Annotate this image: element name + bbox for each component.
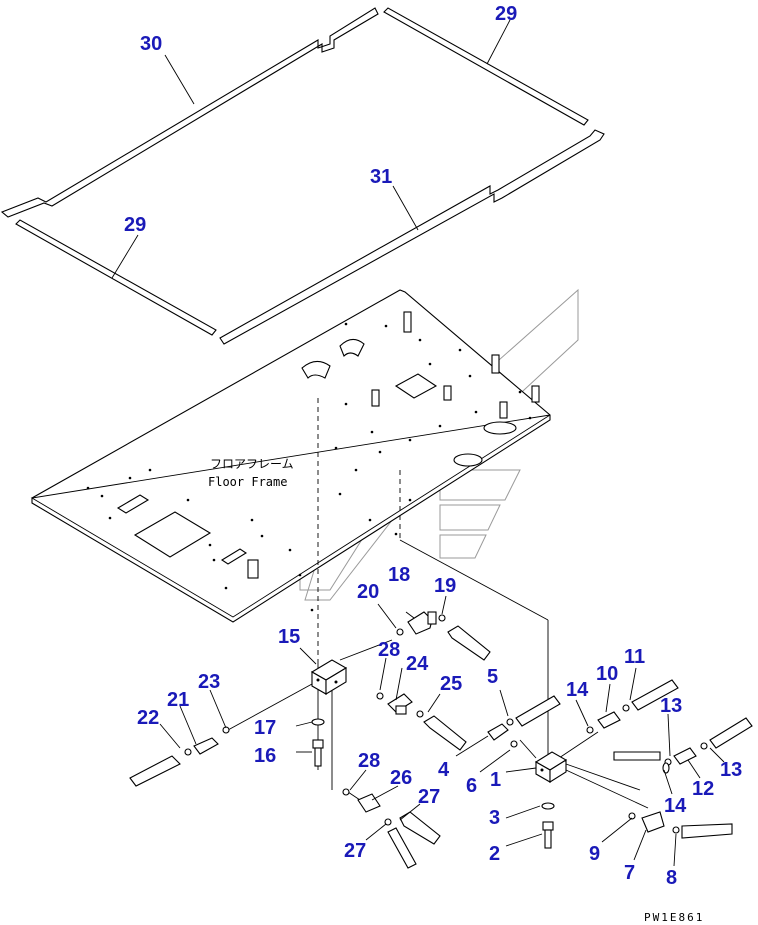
plate-slot-top xyxy=(394,373,438,399)
distribution-block-15 xyxy=(310,659,348,695)
callout-29-left: 29 xyxy=(124,214,146,236)
callout-4: 4 xyxy=(438,759,450,781)
hose-13-left xyxy=(613,751,661,761)
callout-14-bottom: 14 xyxy=(664,795,687,817)
callout-numbers: 30 29 31 29 18 19 20 15 28 24 25 23 21 2… xyxy=(124,3,742,889)
plate-oval-center xyxy=(453,453,483,467)
callout-7: 7 xyxy=(624,862,635,884)
fitting-4 xyxy=(487,718,518,748)
hose-25 xyxy=(423,715,467,751)
callout-27-right: 27 xyxy=(418,786,440,808)
fitting-21 xyxy=(184,726,230,756)
seal-strip-31 xyxy=(219,129,605,345)
seal-strip-29-left xyxy=(15,219,217,336)
callout-20: 20 xyxy=(357,581,379,603)
fitting-7 xyxy=(628,811,680,834)
callout-18: 18 xyxy=(388,564,410,586)
fitting-12 xyxy=(662,742,708,774)
callout-8: 8 xyxy=(666,867,677,889)
callout-21: 21 xyxy=(167,689,189,711)
callout-5: 5 xyxy=(487,666,498,688)
hose-22 xyxy=(129,755,181,787)
plate-slot-left xyxy=(116,494,150,514)
callout-26: 26 xyxy=(390,767,412,789)
callout-3: 3 xyxy=(489,807,500,829)
callout-9: 9 xyxy=(589,843,600,865)
drawing-code: PW1E861 xyxy=(644,911,704,924)
callout-13-top: 13 xyxy=(660,695,682,717)
callout-22: 22 xyxy=(137,707,159,729)
callout-27-left: 27 xyxy=(344,840,366,862)
callout-2: 2 xyxy=(489,843,500,865)
hose-19 xyxy=(447,625,491,661)
seal-strip-29-right xyxy=(383,7,589,126)
callout-23: 23 xyxy=(198,671,220,693)
plate-label-jp: フロアフレーム xyxy=(210,457,294,471)
hose-27-down xyxy=(387,827,417,869)
plate-bracket-right xyxy=(339,338,365,357)
callout-12: 12 xyxy=(692,778,714,800)
callout-24: 24 xyxy=(406,653,429,675)
plate-oval-right xyxy=(483,421,517,435)
callout-1: 1 xyxy=(490,769,501,791)
plate-cutout-large xyxy=(133,511,212,558)
plate-studs xyxy=(247,311,540,579)
bolt-16 xyxy=(311,718,325,767)
plate-slot-bottom xyxy=(220,548,248,565)
floor-frame-plate: フロアフレーム Floor Frame xyxy=(30,289,551,623)
callout-13-right: 13 xyxy=(720,759,742,781)
fitting-10 xyxy=(586,704,630,734)
plate-holes xyxy=(86,322,532,612)
callout-17: 17 xyxy=(254,717,276,739)
fitting-26 xyxy=(342,788,392,826)
callout-11: 11 xyxy=(624,646,645,668)
hose-11 xyxy=(631,679,679,711)
callout-25: 25 xyxy=(440,673,462,695)
callout-31: 31 xyxy=(370,166,392,188)
leader-lines xyxy=(111,19,725,867)
plate-label-en: Floor Frame xyxy=(208,475,287,489)
callout-16: 16 xyxy=(254,745,276,767)
callout-19: 19 xyxy=(434,575,456,597)
callout-14-top: 14 xyxy=(566,679,589,701)
callout-28-top: 28 xyxy=(378,639,400,661)
hose-8 xyxy=(681,823,733,839)
callout-30: 30 xyxy=(140,33,162,55)
elbow-fitting-18 xyxy=(396,611,446,636)
hose-13-right xyxy=(709,717,753,749)
callout-6: 6 xyxy=(466,775,477,797)
fitting-24 xyxy=(376,692,424,718)
plate-bracket-left xyxy=(301,360,331,379)
callout-15: 15 xyxy=(278,626,300,648)
callout-10: 10 xyxy=(596,663,618,685)
callout-28-bottom: 28 xyxy=(358,750,380,772)
distribution-block-1 xyxy=(534,751,568,783)
bolt-2 xyxy=(541,802,555,849)
seal-strip-30 xyxy=(0,7,379,218)
hose-27-right xyxy=(399,811,441,845)
hose-5 xyxy=(515,695,561,727)
callout-29-top: 29 xyxy=(495,3,517,25)
